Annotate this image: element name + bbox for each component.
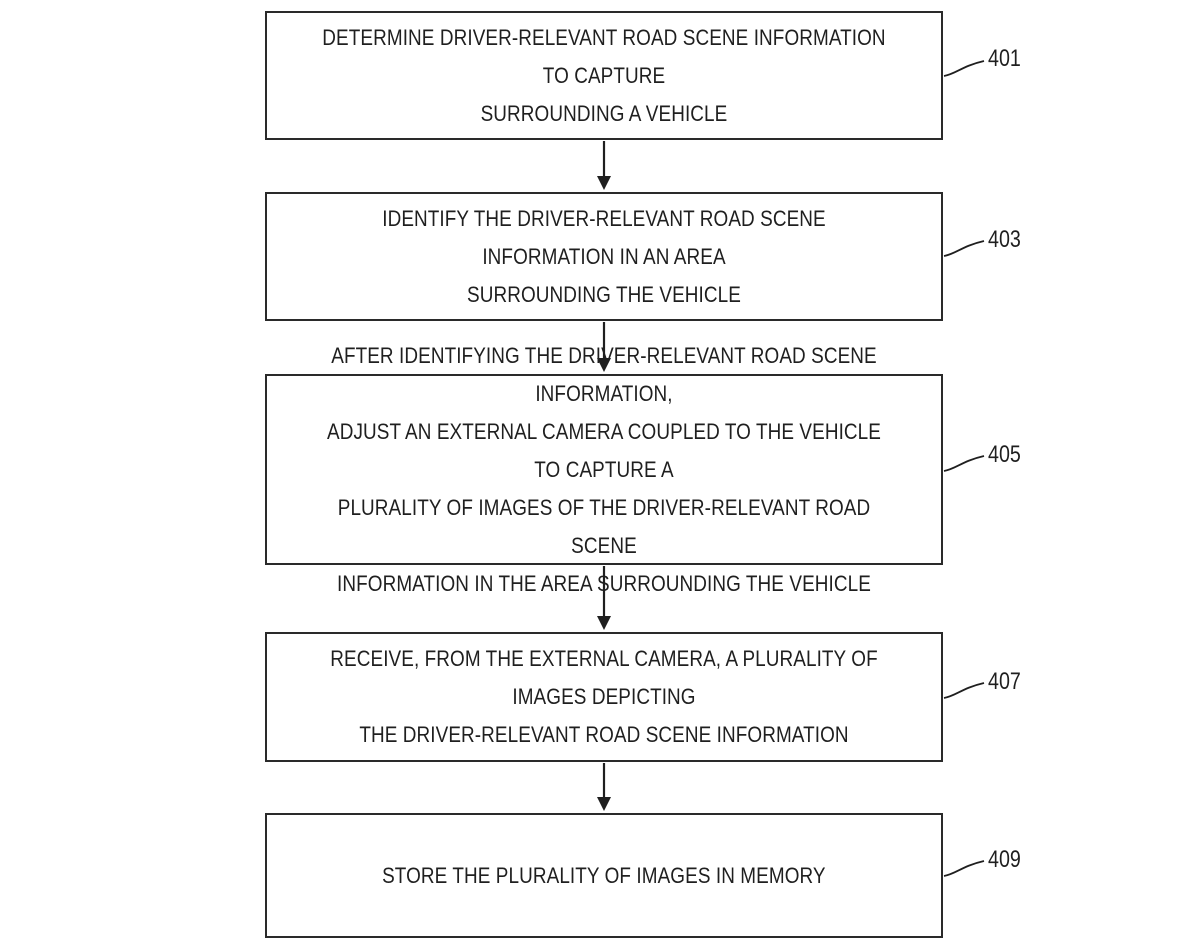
- leader-line-409: [944, 861, 984, 876]
- step-box-403: IDENTIFY THE DRIVER-RELEVANT ROAD SCENE …: [265, 192, 943, 321]
- step-text-403: IDENTIFY THE DRIVER-RELEVANT ROAD SCENE …: [314, 200, 894, 314]
- step-box-409: STORE THE PLURALITY OF IMAGES IN MEMORY: [265, 813, 943, 938]
- leader-line-403: [944, 241, 984, 256]
- arrow-407-to-409: [597, 763, 611, 811]
- step-box-405: AFTER IDENTIFYING THE DRIVER-RELEVANT RO…: [265, 374, 943, 565]
- ref-numeral-401: 401: [988, 45, 1021, 73]
- arrow-401-to-403: [597, 141, 611, 190]
- ref-numeral-403: 403: [988, 226, 1021, 254]
- ref-numeral-405: 405: [988, 441, 1021, 469]
- step-text-405: AFTER IDENTIFYING THE DRIVER-RELEVANT RO…: [314, 337, 894, 603]
- ref-numeral-409: 409: [988, 846, 1021, 874]
- ref-numeral-407: 407: [988, 668, 1021, 696]
- step-text-407: RECEIVE, FROM THE EXTERNAL CAMERA, A PLU…: [314, 640, 894, 754]
- step-text-401: DETERMINE DRIVER-RELEVANT ROAD SCENE INF…: [314, 19, 894, 133]
- leader-line-407: [944, 683, 984, 698]
- step-box-407: RECEIVE, FROM THE EXTERNAL CAMERA, A PLU…: [265, 632, 943, 762]
- leader-line-401: [944, 61, 984, 76]
- step-box-401: DETERMINE DRIVER-RELEVANT ROAD SCENE INF…: [265, 11, 943, 140]
- leader-line-405: [944, 456, 984, 471]
- step-text-409: STORE THE PLURALITY OF IMAGES IN MEMORY: [382, 857, 826, 895]
